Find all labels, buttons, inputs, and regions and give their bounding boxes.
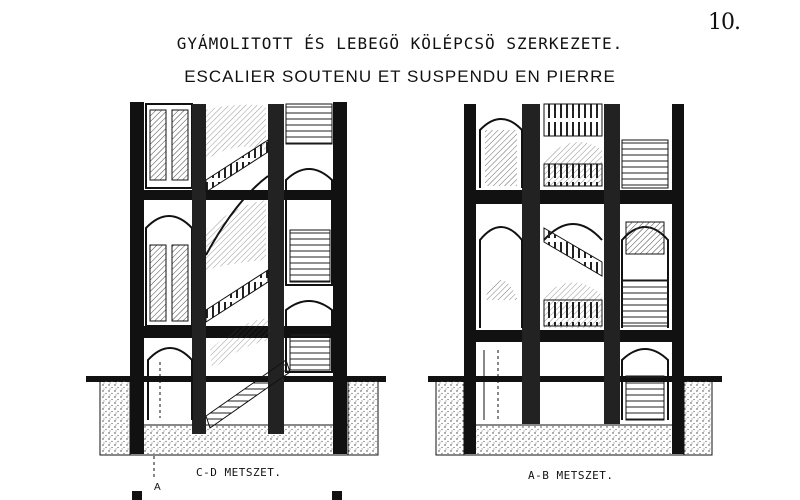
section-cd-caption: C-D METSZET. [196, 466, 282, 479]
section-ab-drawing [428, 103, 722, 456]
section-ab-caption: A-B METSZET. [528, 469, 614, 482]
title-french: ESCALIER SOUTENU ET SUSPENDU EN PIERRE [184, 67, 616, 86]
section-marker-label: A [154, 482, 161, 493]
title-hungarian: GYÁMOLITOTT ÉS LEBEGÖ KÖLÉPCSÖ SZERKEZET… [176, 34, 624, 53]
section-cd-drawing [86, 102, 386, 456]
plate-number: 10. [708, 10, 741, 35]
